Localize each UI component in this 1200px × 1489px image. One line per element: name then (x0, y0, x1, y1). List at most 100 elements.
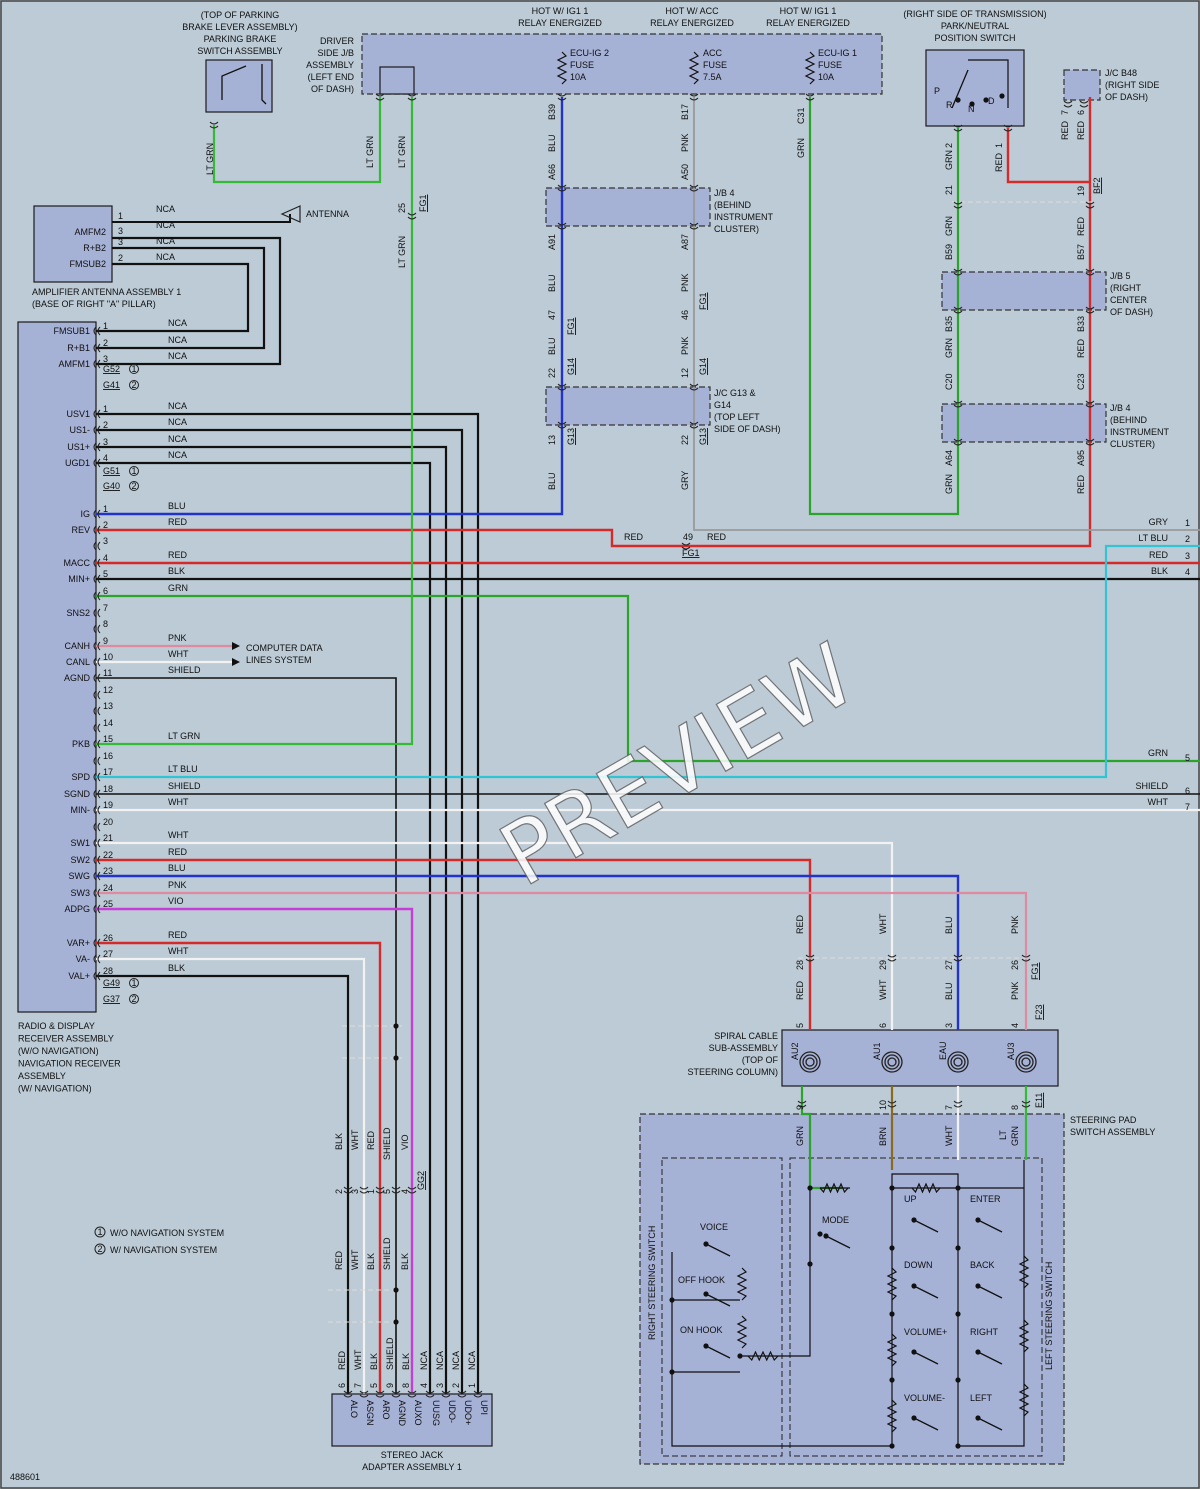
connector-mark (93, 509, 101, 519)
splice-dot (889, 1245, 895, 1251)
conn-fg1: FG1 (682, 548, 700, 558)
fmsub-wire (96, 262, 250, 333)
driver-jb-box (361, 33, 883, 95)
vertical-wire-label: 28 (795, 960, 805, 970)
variant-circle (129, 466, 139, 476)
pkb-wire (96, 97, 414, 746)
resistor-icon (804, 51, 816, 85)
connector-mark (375, 1390, 385, 1398)
vertical-wire-label: RED (994, 152, 1004, 172)
resistor-icon (747, 1350, 779, 1362)
radio-pin-us1: US1- (69, 425, 90, 435)
radio-pin-agnd: AGND (64, 673, 91, 683)
conn-ref-g14: G14 (566, 358, 576, 375)
conn-ref-fg1: FG1 (698, 292, 708, 310)
connector-mark (1063, 100, 1073, 108)
edge-num: 5 (1185, 753, 1190, 763)
resistor-icon (886, 1399, 898, 1433)
stereo-pin-num: 3 (435, 1383, 445, 1388)
vertical-wire-label: PNK (1010, 915, 1020, 934)
left-steering-box (789, 1157, 1043, 1457)
radio-wire-label: WHT (168, 797, 189, 807)
steering-btn-right: RIGHT (970, 1327, 999, 1337)
wire-label: NCA (156, 204, 175, 214)
steering-btn-onhook: ON HOOK (680, 1325, 723, 1335)
connector-mark (441, 1390, 451, 1398)
jc-b48-box (1063, 69, 1101, 101)
radio-pin-sgnd: SGND (64, 789, 91, 799)
connector-mark (1085, 306, 1095, 314)
conn-ref-bf2: BF2 (1092, 177, 1102, 194)
connector-mark (93, 608, 101, 618)
connector-mark (93, 938, 101, 948)
stereo-pin-upi: UPI (479, 1400, 489, 1415)
steering-pad-box (639, 1113, 1065, 1465)
vertical-wire-label: SHIELD (382, 1127, 392, 1160)
vam-wire (96, 957, 366, 1394)
radio-pin-rb1: R+B1 (67, 343, 90, 353)
stereo-pin-alo: ALO (349, 1400, 359, 1418)
vertical-wire-label: RED (366, 1130, 376, 1150)
vertical-wire-label: RED (795, 980, 805, 1000)
radio-pin-num: 1 (103, 504, 108, 514)
connector-mark (93, 855, 101, 865)
spiral-coil-icon (805, 1057, 815, 1067)
connector-mark (93, 904, 101, 914)
variant-circle (129, 481, 139, 491)
pin: 1 (118, 211, 123, 221)
wire-label: RED (624, 532, 644, 542)
vertical-wire-label: 22 (680, 435, 690, 445)
edge-num: 3 (1185, 551, 1190, 561)
wire-label: RED (707, 532, 727, 542)
vertical-wire-label: BLU (547, 134, 557, 152)
radio-pin-num: 1 (103, 321, 108, 331)
connector-mark (1085, 400, 1095, 408)
radio-pin-num: 27 (103, 949, 113, 959)
connector-mark (457, 1390, 467, 1398)
splice-dot (955, 1443, 961, 1449)
spiral-coil-icon (953, 1057, 963, 1067)
vertical-wire-label: C20 (944, 373, 954, 390)
pb-switch-blade (261, 64, 267, 105)
radio-pin-num: 23 (103, 866, 113, 876)
vertical-wire-label: 2 (944, 143, 954, 148)
connector-mark (425, 1390, 435, 1398)
connector-mark (93, 971, 101, 981)
radio-pin-num: 25 (103, 899, 113, 909)
ig-wire (96, 97, 564, 516)
amp-antenna-box (33, 205, 113, 283)
variant-num: 1 (131, 364, 136, 374)
connector-mark (93, 739, 101, 749)
spiral-pin-au1: AU1 (872, 1042, 882, 1060)
connector-mark (689, 93, 699, 101)
connector-mark (407, 1390, 417, 1398)
vertical-wire-label: 2 (334, 1189, 344, 1194)
variant-num: 1 (131, 466, 136, 476)
resistor-icon (1018, 1319, 1030, 1353)
edge-wire-label: RED (1149, 550, 1169, 560)
agnd-wire (96, 677, 397, 1394)
vertical-wire-label: 26 (1010, 960, 1020, 970)
radio-pin-num: 1 (103, 404, 108, 414)
splice-dot (911, 1283, 917, 1289)
pn-switch-label: (RIGHT SIDE OF TRANSMISSION)PARK/NEUTRAL… (903, 9, 1046, 43)
connector-mark (359, 1186, 369, 1194)
legend-circle (94, 1243, 106, 1255)
radio-pin-adpg: ADPG (64, 904, 90, 914)
connector-mark (93, 442, 101, 452)
radio-pin-num: 19 (103, 800, 113, 810)
radio-wire-label: WHT (168, 830, 189, 840)
splice-dot (889, 1185, 895, 1191)
vertical-wire-label: A91 (547, 234, 557, 250)
connector-mark (805, 954, 815, 962)
splice-dot (393, 1023, 399, 1029)
steering-btn-back: BACK (970, 1260, 995, 1270)
vertical-wire-label: C31 (796, 107, 806, 124)
edge-num: 1 (1185, 518, 1190, 528)
conn-ref-g52: G52 (103, 364, 120, 374)
splice-dot (737, 1353, 743, 1359)
radio-wire-label: RED (168, 847, 188, 857)
vertical-wire-label: GRN (944, 338, 954, 358)
